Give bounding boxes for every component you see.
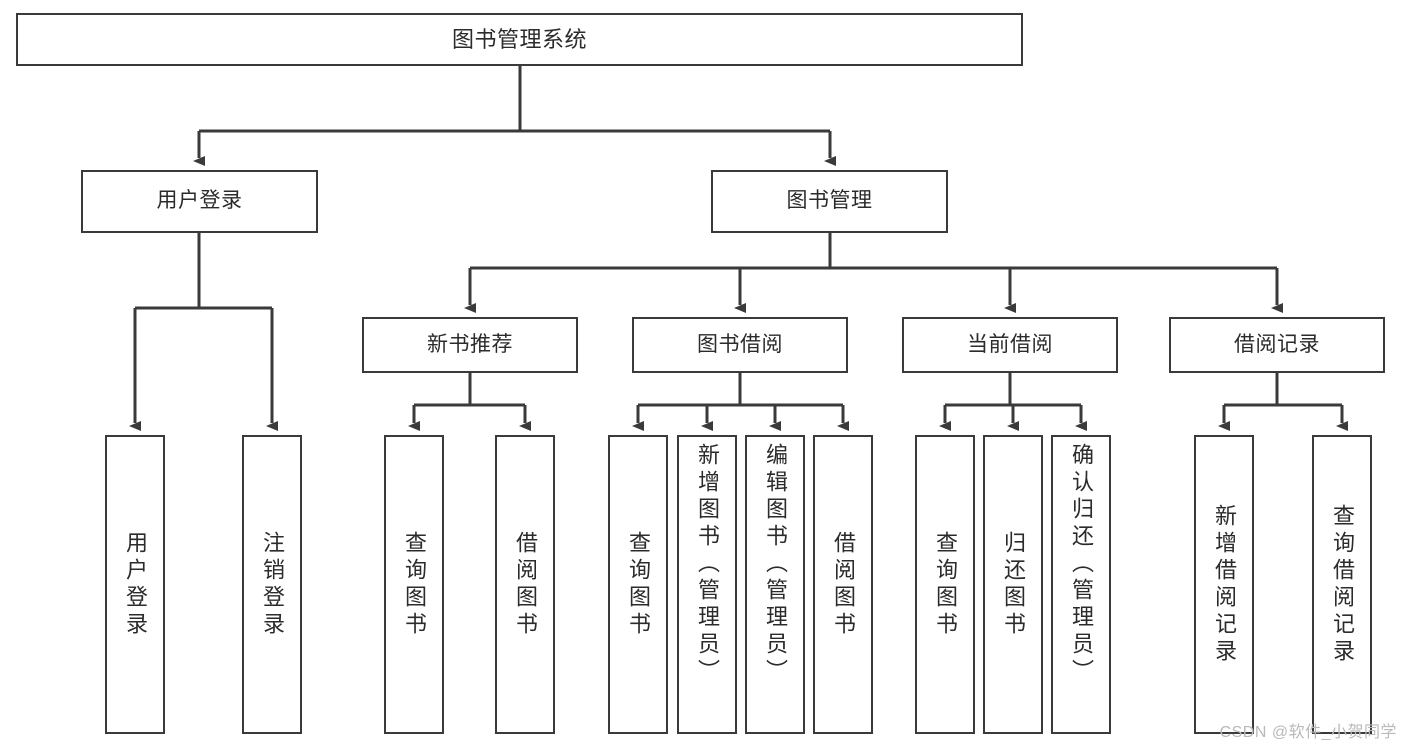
node-label: 确认归还（管理员） bbox=[1069, 443, 1094, 686]
node-label: 查询借阅记录 bbox=[1330, 503, 1355, 666]
leaf-new-book-query[interactable]: 查询图书 bbox=[384, 435, 444, 734]
leaf-new-book-borrow[interactable]: 借阅图书 bbox=[495, 435, 555, 734]
leaf-record-add-record[interactable]: 新增借阅记录 bbox=[1194, 435, 1254, 734]
leaf-borrow-borrow-book[interactable]: 借阅图书 bbox=[813, 435, 873, 734]
node-book-management[interactable]: 图书管理 bbox=[711, 170, 948, 233]
leaf-borrow-edit-book[interactable]: 编辑图书（管理员） bbox=[745, 435, 805, 734]
node-label: 新增借阅记录 bbox=[1212, 503, 1237, 666]
node-label: 借阅图书 bbox=[513, 530, 538, 639]
leaf-current-return-book[interactable]: 归还图书 bbox=[983, 435, 1043, 734]
leaf-current-confirm-return[interactable]: 确认归还（管理员） bbox=[1051, 435, 1111, 734]
node-new-book-recommend[interactable]: 新书推荐 bbox=[362, 317, 578, 373]
node-borrow-record[interactable]: 借阅记录 bbox=[1169, 317, 1385, 373]
leaf-borrow-add-book[interactable]: 新增图书（管理员） bbox=[677, 435, 737, 734]
node-label: 归还图书 bbox=[1001, 530, 1026, 639]
node-label: 新书推荐 bbox=[427, 332, 513, 356]
node-label: 借阅记录 bbox=[1234, 332, 1320, 356]
node-label: 查询图书 bbox=[626, 530, 651, 639]
node-label: 查询图书 bbox=[933, 530, 958, 639]
node-root-system[interactable]: 图书管理系统 bbox=[16, 13, 1023, 66]
node-label: 图书管理系统 bbox=[451, 26, 587, 52]
node-user-login[interactable]: 用户登录 bbox=[81, 170, 318, 233]
leaf-user-login-logout[interactable]: 注销登录 bbox=[242, 435, 302, 734]
node-label: 注销登录 bbox=[260, 530, 285, 639]
node-label: 借阅图书 bbox=[831, 530, 856, 639]
node-current-borrow[interactable]: 当前借阅 bbox=[902, 317, 1118, 373]
node-label: 图书管理 bbox=[786, 189, 873, 213]
node-label: 新增图书（管理员） bbox=[695, 443, 720, 686]
leaf-current-query-book[interactable]: 查询图书 bbox=[915, 435, 975, 734]
node-label: 用户登录 bbox=[156, 189, 243, 213]
leaf-record-query-record[interactable]: 查询借阅记录 bbox=[1312, 435, 1372, 734]
csdn-watermark: CSDN @软件_小贺同学 bbox=[1219, 724, 1397, 741]
node-label: 编辑图书（管理员） bbox=[763, 443, 788, 686]
node-label: 用户登录 bbox=[123, 530, 148, 639]
leaf-user-login-login[interactable]: 用户登录 bbox=[105, 435, 165, 734]
node-label: 图书借阅 bbox=[697, 332, 783, 356]
leaf-borrow-query-book[interactable]: 查询图书 bbox=[608, 435, 668, 734]
node-label: 当前借阅 bbox=[967, 332, 1053, 356]
node-book-borrow[interactable]: 图书借阅 bbox=[632, 317, 848, 373]
node-label: 查询图书 bbox=[402, 530, 427, 639]
